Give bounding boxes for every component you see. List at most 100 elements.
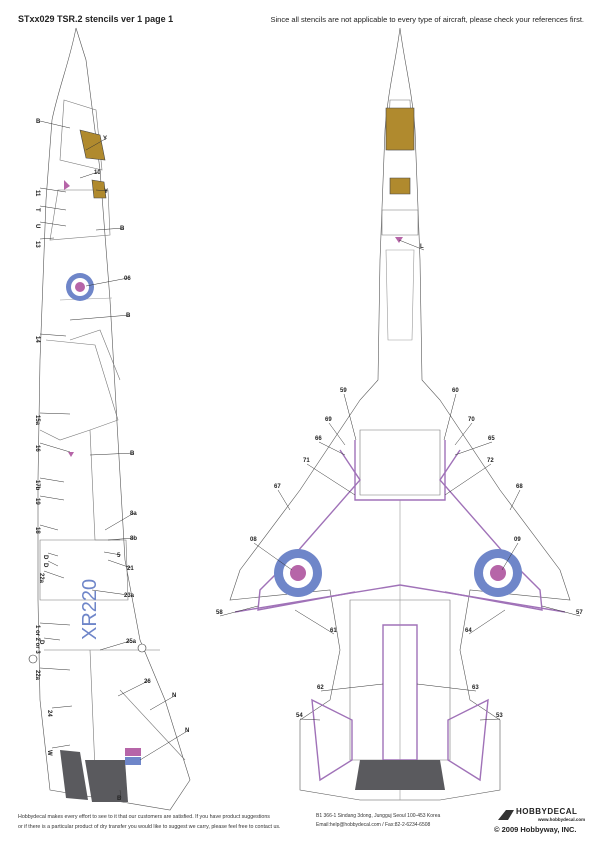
leader-line [51,705,73,709]
leader-line [85,277,129,287]
leader-line [277,489,291,511]
contact-line: Email:help@hobbydecal.com / Fax:82-2-623… [316,822,431,828]
side-callout-label: D [38,640,44,645]
address-line: B1 366-1 Sindang 3dong, Jungguj Seoul 10… [316,813,441,819]
leader-line [149,694,177,711]
leader-line [454,422,473,446]
leader-line [398,239,425,251]
leader-line [306,463,356,496]
leader-line [509,489,521,511]
side-callout-label: B [120,226,125,232]
leader-line [343,393,357,441]
leader-line [91,589,129,596]
plan-callout-label: 72 [487,458,494,464]
side-callout-label: D [42,555,48,560]
leader-line [119,789,122,799]
leader-line [219,605,259,617]
leader-line [479,718,501,721]
leader-line [39,205,67,211]
roundel-left-wing [274,549,322,597]
roundel-right-wing [474,549,522,597]
plan-callout-label: L [420,244,424,250]
disclaimer-line-1: Hobbydecal makes every effort to see to … [18,814,270,820]
leader-line [95,189,109,192]
plan-callout-label: 69 [325,417,332,423]
side-tail-panel [85,760,128,802]
side-callout-label: 8b [130,536,137,542]
plan-callout-label: 53 [496,713,503,719]
side-callout-label: Y [104,189,108,195]
side-exhaust-panel [60,750,88,800]
leader-line [103,551,122,556]
leader-lines [39,120,581,799]
plan-callout-label: 08 [250,537,257,543]
plan-callout-label: 64 [465,628,472,634]
leader-line [51,744,71,749]
side-callout-label: U [34,224,40,228]
side-callout-label: 8a [130,511,137,517]
side-callout-label: 26 [144,679,151,685]
leader-line [39,622,71,626]
leader-line [85,137,108,151]
side-callout-label: 22a [38,573,44,584]
leader-line [39,237,55,240]
side-callout-label: 18 [34,527,40,534]
footer-disclaimer: Hobbydecal makes every effort to see to … [18,812,338,832]
plan-callout-label: 09 [514,537,521,543]
leader-line [95,227,125,231]
plan-callout-label: 54 [296,713,303,719]
side-callout-label: 25a [126,639,137,645]
plan-callout-label: 68 [516,484,523,490]
side-callout-label: 17b [34,480,40,491]
side-callout-label: 10 [94,170,101,176]
leader-line [139,729,190,761]
leader-line [320,683,384,692]
leader-line [43,637,61,641]
leader-line [47,552,59,557]
leader-line [39,667,71,671]
plan-callout-label: 70 [468,417,475,423]
leader-line [39,477,65,483]
leader-line [299,718,321,721]
brand-site: www.hobbydecal.com [538,817,586,822]
footer-address: B1 366-1 Sindang 3dong, Jungguj Seoul 10… [316,812,506,830]
plan-exhaust-panel [355,760,445,790]
plan-callout-label: 62 [317,685,324,691]
side-callout-label: D [42,563,48,568]
leader-line [468,609,506,635]
side-callout-label: 16 [34,445,40,452]
side-callout-label: 11 [34,190,40,197]
roundel-side [66,273,94,301]
side-callout-label: 15a [34,415,40,426]
copyright: © 2009 Hobbyway, INC. [494,825,577,834]
canopy-frames [79,107,415,199]
leader-line [43,570,65,579]
leader-line [89,452,135,456]
leader-line [99,640,131,651]
plan-callout-label: 67 [274,484,281,490]
flag-marker [125,757,141,765]
side-callout-label: 1 or 2 or 3 [34,625,40,654]
side-callout-label: 22a [34,670,40,681]
leader-line [416,683,477,692]
leader-line [39,120,71,129]
side-callout-label: 19 [34,498,40,505]
side-callout-label: 13 [34,241,40,248]
leader-line [541,605,581,617]
plan-callout-label: 66 [315,436,322,442]
side-callout-label: 24 [46,710,52,717]
leader-line [318,441,346,456]
side-callout-label: B [117,796,122,802]
plan-callout-label: 63 [472,685,479,691]
leader-line [443,393,457,441]
leader-line [47,560,59,567]
leader-line [107,559,132,569]
plan-callout-label: 71 [303,458,310,464]
leader-line [294,609,335,635]
leader-line [39,333,67,337]
leader-line [39,412,71,415]
side-callout-label: 5 [117,553,121,559]
side-callout-label: W [46,750,52,756]
leader-line [39,524,59,531]
disclaimer-line-2: or if there is a particular product of d… [18,824,281,830]
